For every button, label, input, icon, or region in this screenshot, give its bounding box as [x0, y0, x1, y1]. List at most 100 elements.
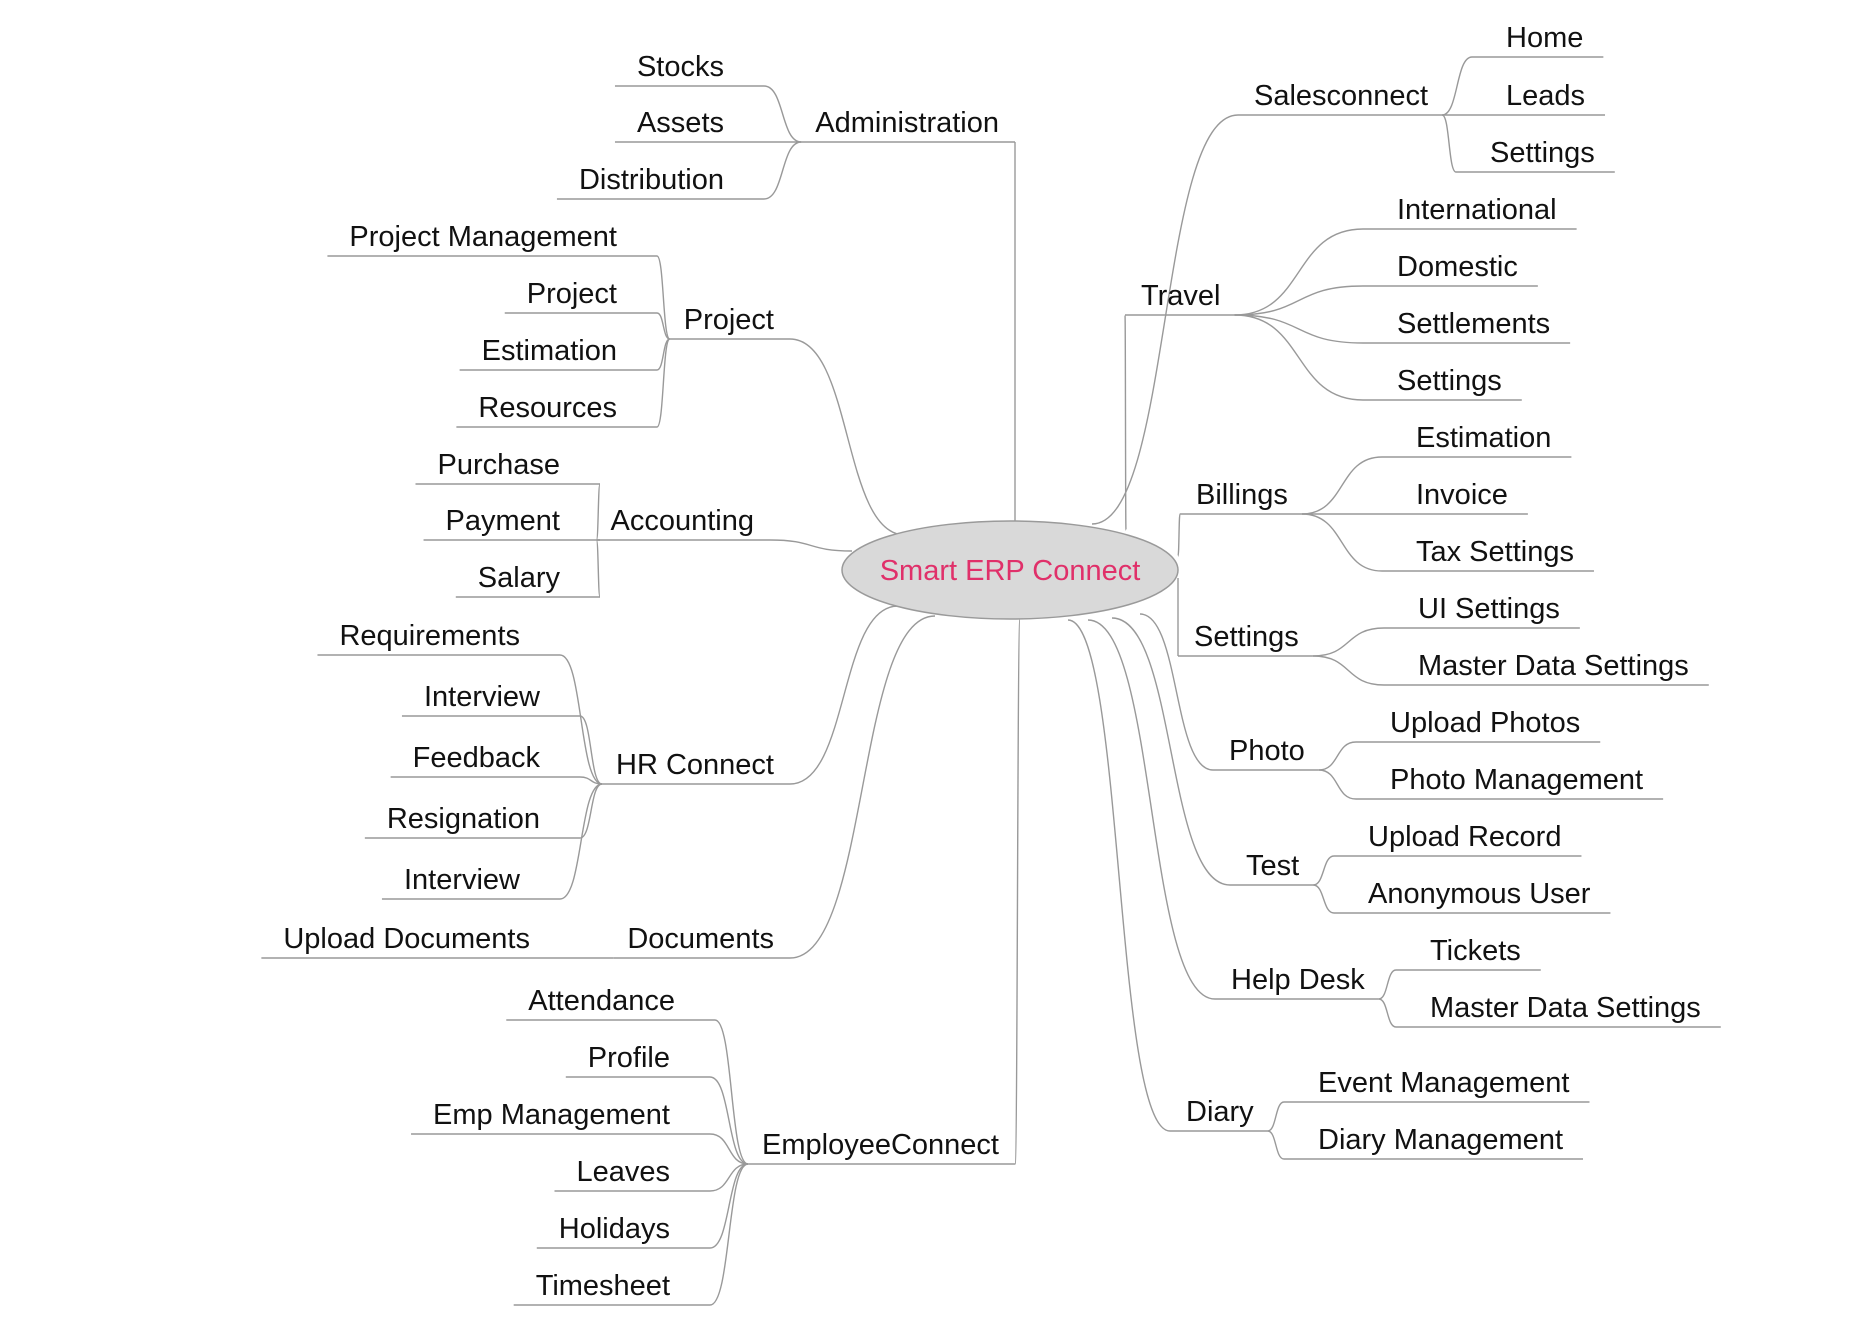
branch-salesconnect[interactable]: Salesconnect [1254, 80, 1428, 112]
node-timesheet[interactable]: Timesheet [536, 1270, 670, 1302]
node-requirements[interactable]: Requirements [339, 620, 520, 652]
node-invoice[interactable]: Invoice [1416, 479, 1508, 511]
connector-root-hr-connect [789, 605, 899, 785]
connector-diary-diary-management [1267, 1130, 1285, 1160]
connector-test-upload-record [1312, 855, 1335, 886]
branch-project[interactable]: Project [684, 304, 774, 336]
node-interview[interactable]: Interview [404, 864, 521, 896]
connector-accounting-purchase [595, 483, 601, 541]
connector-project-resources [656, 338, 671, 428]
connector-employeeconnect-emp-management [709, 1133, 749, 1165]
branch-employeeconnect[interactable]: EmployeeConnect [762, 1129, 999, 1161]
connector-root-test [1111, 617, 1231, 886]
connector-help-desk-tickets [1378, 969, 1397, 1000]
node-feedback[interactable]: Feedback [413, 742, 541, 774]
connector-salesconnect-home [1441, 56, 1473, 116]
connector-salesconnect-settings [1441, 114, 1457, 173]
connector-photo-photo-management [1318, 769, 1357, 800]
node-master-data-settings[interactable]: Master Data Settings [1418, 650, 1689, 682]
connector-travel-settlements [1234, 314, 1364, 344]
node-domestic[interactable]: Domestic [1397, 251, 1518, 283]
branch-documents[interactable]: Documents [627, 923, 774, 955]
connector-hr-connect-resignation [579, 783, 603, 839]
branch-hr-connect[interactable]: HR Connect [616, 749, 774, 781]
branch-travel[interactable]: Travel [1141, 280, 1221, 312]
connector-accounting-salary [595, 539, 601, 598]
connector-root-photo [1139, 613, 1214, 771]
connector-hr-connect-interview [559, 783, 603, 900]
branch-help-desk[interactable]: Help Desk [1231, 964, 1365, 996]
connector-hr-connect-requirements [559, 654, 603, 785]
node-master-data-settings[interactable]: Master Data Settings [1430, 992, 1701, 1024]
node-international[interactable]: International [1397, 194, 1557, 226]
node-ui-settings[interactable]: UI Settings [1418, 593, 1560, 625]
connector-travel-domestic [1234, 285, 1364, 316]
node-upload-photos[interactable]: Upload Photos [1390, 707, 1580, 739]
connector-root-employeeconnect [1014, 619, 1021, 1165]
node-resignation[interactable]: Resignation [387, 803, 540, 835]
node-project[interactable]: Project [527, 278, 617, 310]
node-estimation[interactable]: Estimation [1416, 422, 1551, 454]
connector-project-project [656, 312, 671, 340]
connector-settings-master-data-settings [1312, 655, 1385, 686]
node-distribution[interactable]: Distribution [579, 164, 724, 196]
node-assets[interactable]: Assets [637, 107, 724, 139]
node-profile[interactable]: Profile [588, 1042, 670, 1074]
node-home[interactable]: Home [1506, 22, 1583, 54]
node-settings[interactable]: Settings [1397, 365, 1502, 397]
node-settlements[interactable]: Settlements [1397, 308, 1550, 340]
node-photo-management[interactable]: Photo Management [1390, 764, 1643, 796]
connector-hr-connect-interview [579, 715, 603, 785]
connector-travel-settings [1234, 314, 1364, 401]
node-diary-management[interactable]: Diary Management [1318, 1124, 1563, 1156]
node-leaves[interactable]: Leaves [576, 1156, 670, 1188]
connector-billings-tax-settings [1301, 513, 1383, 572]
node-emp-management[interactable]: Emp Management [433, 1099, 670, 1131]
connector-lines [261, 56, 1721, 1306]
root-label: Smart ERP Connect [880, 555, 1141, 587]
node-stocks[interactable]: Stocks [637, 51, 724, 83]
node-tax-settings[interactable]: Tax Settings [1416, 536, 1574, 568]
root-node[interactable]: Smart ERP Connect [841, 520, 1179, 620]
connector-project-project-management [656, 255, 671, 340]
root-ellipse [841, 520, 1179, 620]
connector-photo-upload-photos [1318, 741, 1357, 771]
node-salary[interactable]: Salary [478, 562, 561, 594]
node-settings[interactable]: Settings [1490, 137, 1595, 169]
connector-root-help-desk [1087, 619, 1216, 1000]
connector-settings-ui-settings [1312, 627, 1385, 657]
branch-diary[interactable]: Diary [1186, 1096, 1254, 1128]
node-upload-documents[interactable]: Upload Documents [283, 923, 530, 955]
node-attendance[interactable]: Attendance [528, 985, 675, 1017]
node-leads[interactable]: Leads [1506, 80, 1585, 112]
node-estimation[interactable]: Estimation [482, 335, 617, 367]
connector-travel-international [1234, 228, 1364, 316]
connector-root-accounting [769, 539, 853, 552]
connector-administration-stocks [763, 85, 802, 143]
branch-test[interactable]: Test [1246, 850, 1299, 882]
branch-administration[interactable]: Administration [815, 107, 999, 139]
connector-billings-estimation [1301, 456, 1383, 515]
node-tickets[interactable]: Tickets [1430, 935, 1521, 967]
branch-billings[interactable]: Billings [1196, 479, 1288, 511]
connector-employeeconnect-attendance [714, 1019, 749, 1165]
node-project-management[interactable]: Project Management [349, 221, 617, 253]
node-payment[interactable]: Payment [446, 505, 560, 537]
node-event-management[interactable]: Event Management [1318, 1067, 1569, 1099]
node-upload-record[interactable]: Upload Record [1368, 821, 1561, 853]
connector-employeeconnect-timesheet [709, 1163, 749, 1306]
connector-employeeconnect-profile [709, 1076, 749, 1165]
branch-photo[interactable]: Photo [1229, 735, 1305, 767]
connector-employeeconnect-holidays [709, 1163, 749, 1249]
node-resources[interactable]: Resources [478, 392, 617, 424]
connector-administration-distribution [763, 141, 802, 200]
connector-root-documents [789, 615, 936, 959]
connector-root-travel [1124, 314, 1127, 531]
node-interview[interactable]: Interview [424, 681, 541, 713]
branch-accounting[interactable]: Accounting [611, 505, 755, 537]
node-anonymous-user[interactable]: Anonymous User [1368, 878, 1591, 910]
branch-settings[interactable]: Settings [1194, 621, 1299, 653]
node-purchase[interactable]: Purchase [437, 449, 560, 481]
node-holidays[interactable]: Holidays [559, 1213, 670, 1245]
